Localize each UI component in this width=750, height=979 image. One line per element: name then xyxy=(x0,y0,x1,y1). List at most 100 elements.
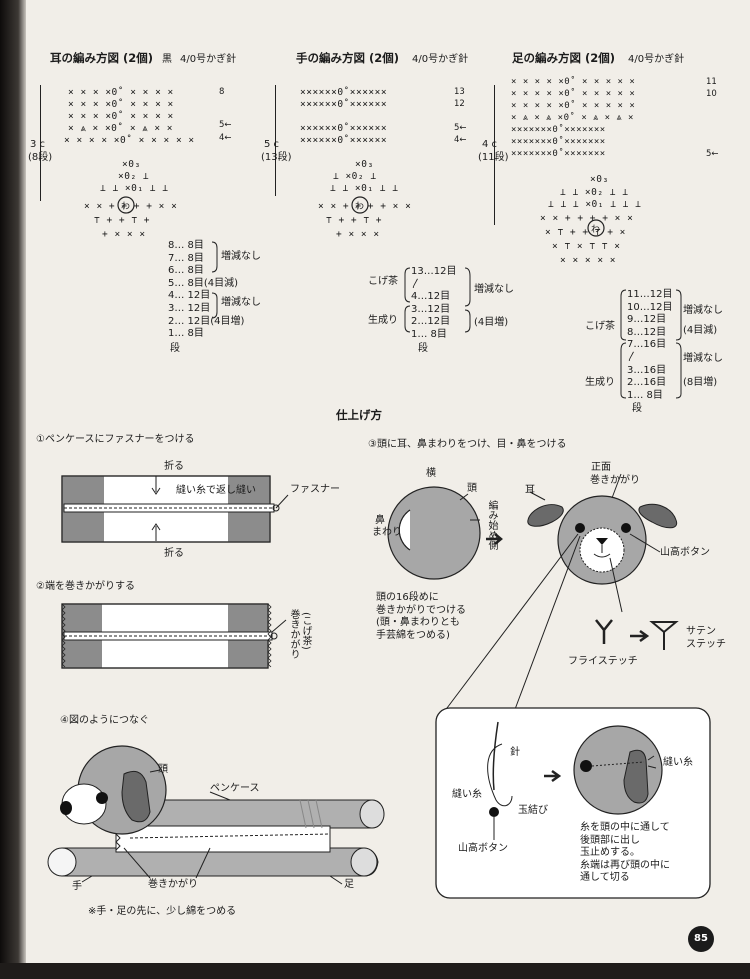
ear-row-count: (8段) xyxy=(28,152,53,163)
ear-stitch-row: ⊥ ⊥ ×0₁ ⊥ ⊥ xyxy=(100,183,169,194)
ear-row-table: 8… 8目 7… 8目 6… 8目 5… 8目(4目減) 4… 12目 3… 1… xyxy=(168,240,245,340)
ear-row-mark: 8 xyxy=(219,87,225,97)
foot-stitch-row: ×××××××0˚××××××× xyxy=(511,125,606,135)
ear-row-mark: 5← xyxy=(219,120,232,130)
step3-title: ③頭に耳、鼻まわりをつけ、目・鼻をつける xyxy=(368,439,567,450)
stuffing-note: ※手・足の先に、少し綿をつめる xyxy=(88,906,237,917)
hand-stitch-row: ⊥ ×0₂ ⊥ xyxy=(333,171,377,182)
knot-label: 玉結び xyxy=(518,805,548,816)
hand-chart-title: 手の編み方図 (2個) xyxy=(296,51,400,65)
hand-stitch-row: + × × × xyxy=(336,229,380,240)
fold-top-label: 折る xyxy=(164,461,184,472)
page-number: 85 xyxy=(688,926,714,952)
foot-stitch-row: × × × × ×0˚ × × × × × xyxy=(511,101,636,111)
needle-label: 針 xyxy=(510,747,520,758)
front-label: 正面 xyxy=(591,462,611,473)
foot-stitch-row: × × + + + + × × xyxy=(540,213,634,224)
ear-stitch-row: + × × × xyxy=(102,229,146,240)
foot-stitch-row: × × × × ×0˚ × × × × × xyxy=(511,77,636,87)
svg-text:わ: わ xyxy=(355,201,364,212)
foot-stitch-row: × ⊤ × ⊤ ⊤ × xyxy=(552,241,621,252)
hand-size: 5 c xyxy=(264,139,280,150)
foot-note-decrease: (4目減) xyxy=(683,325,718,336)
ear-stitch-row: ×0₂ ⊥ xyxy=(118,171,150,182)
ear-label: 耳 xyxy=(525,485,535,496)
step4-title: ④図のようにつなぐ xyxy=(60,715,149,726)
button-label: 山高ボタン xyxy=(660,547,710,558)
hand-stitch-row: ××××××0˚×××××× xyxy=(300,123,388,134)
foot-note-no-change: 増減なし xyxy=(683,305,723,316)
foot-stitch-row: ⊥ ⊥ ⊥ ×0₁ ⊥ ⊥ ⊥ xyxy=(548,199,642,210)
foot-row-label: 段 xyxy=(632,403,642,414)
ear-stitch-row: × × × ×0˚ × × × × xyxy=(68,87,174,98)
foot-stitch-row: × ⩓ × ⩓ ×0˚ × ⩓ × ⩓ × xyxy=(511,113,634,123)
book-spine-shadow xyxy=(0,0,26,979)
ear-yarn-color: 黒 xyxy=(162,54,172,65)
ear-row-label: 段 xyxy=(170,343,180,354)
foot-stitch-row: × × × × × xyxy=(560,255,616,266)
foot-stitch-row: ⊥ ⊥ ×0₂ ⊥ ⊥ xyxy=(560,187,629,198)
hand-row-mark: 12 xyxy=(454,99,465,109)
ear-size-line xyxy=(40,85,41,201)
whipstitch-color: (こげ茶) xyxy=(300,612,311,650)
foot-stitch-row: × × × × ×0˚ × × × × × xyxy=(511,89,636,99)
hand-size-line xyxy=(275,85,276,196)
foot-stitch-row: ×××××××0˚××××××× xyxy=(511,137,606,147)
head-attach-note: 頭の16段めに 巻きかがりでつける (頭・鼻まわりとも 手芸綿をつめる) xyxy=(376,592,466,641)
hand-stitch-row: ⊤ + + ⊤ + xyxy=(326,215,382,226)
side-label: 横 xyxy=(426,468,436,479)
head-label: 頭 xyxy=(467,483,477,494)
ear-stitch-row: × × × ×0˚ × × × × xyxy=(68,111,174,122)
hand-label: 手 xyxy=(72,881,82,892)
foot-hook-size: 4/0号かぎ針 xyxy=(628,54,685,65)
foot-stitch-row: ×0₃ xyxy=(590,174,609,185)
ear-stitch-row: ⊤ + + ⊤ + xyxy=(94,215,150,226)
ear-chart-title: 耳の編み方図 (2個) xyxy=(50,51,154,65)
hand-hook-size: 4/0号かぎ針 xyxy=(412,54,469,65)
ear-stitch-row: × × + + + + × × xyxy=(84,201,178,212)
start-side-label: 編み始め側 xyxy=(486,500,497,550)
hand-row-mark: 5← xyxy=(454,123,467,133)
hand-row-table: 13…12目 〳 4…12目 3…12目 2…12目 1… 8目 xyxy=(411,266,457,340)
foot-row-mark: 10 xyxy=(706,89,717,99)
hand-stitch-row: × × + + + + × × xyxy=(318,201,412,212)
foot-size: 4 c xyxy=(482,139,498,150)
button-label-inset: 山高ボタン xyxy=(458,843,508,854)
hand-stitch-row: ××××××0˚×××××× xyxy=(300,135,388,146)
thread-label: 縫い糸 xyxy=(452,789,482,800)
bottom-scan-edge xyxy=(0,963,750,979)
hand-note-no-change: 増減なし xyxy=(474,284,514,295)
foot-row-table: 11…12目 10…12目 9…12目 8…12目 7…16目 〳 3…16目 … xyxy=(627,289,673,401)
thread-label-inset: 縫い糸 xyxy=(663,757,693,768)
hand-stitch-row: ⊥ ⊥ ×0₁ ⊥ ⊥ xyxy=(330,183,399,194)
finish-title: 仕上げ方 xyxy=(336,408,382,422)
head-label-step4: 頭 xyxy=(158,764,168,775)
inset-description: 糸を頭の中に通して 後頭部に出し 玉止めする。 糸端は再び頭の中に 通して切る xyxy=(580,822,670,883)
ear-hook-size: 4/0号かぎ針 xyxy=(180,54,237,65)
foot-row-count: (11段) xyxy=(478,152,509,163)
foot-note-increase: (8目増) xyxy=(683,377,718,388)
nose-around-label-b: まわり xyxy=(372,527,402,538)
foot-row-mark: 5← xyxy=(706,149,719,159)
nose-around-label-a: 鼻 xyxy=(375,515,385,526)
foot-row-mark: 11 xyxy=(706,77,717,87)
ear-note-no-change: 増減なし xyxy=(221,251,261,262)
hand-row-label: 段 xyxy=(418,343,428,354)
foot-note-no-change-2: 増減なし xyxy=(683,353,723,364)
whip-label-head: 巻きかがり xyxy=(590,475,640,486)
ear-stitch-row: × ⩓ × ×0˚ × ⩓ × × xyxy=(68,123,174,134)
foot-label: 足 xyxy=(344,879,354,890)
ear-stitch-row: × × × × ×0˚ × × × × × xyxy=(64,135,195,146)
foot-chart-title: 足の編み方図 (2個) xyxy=(512,51,616,65)
